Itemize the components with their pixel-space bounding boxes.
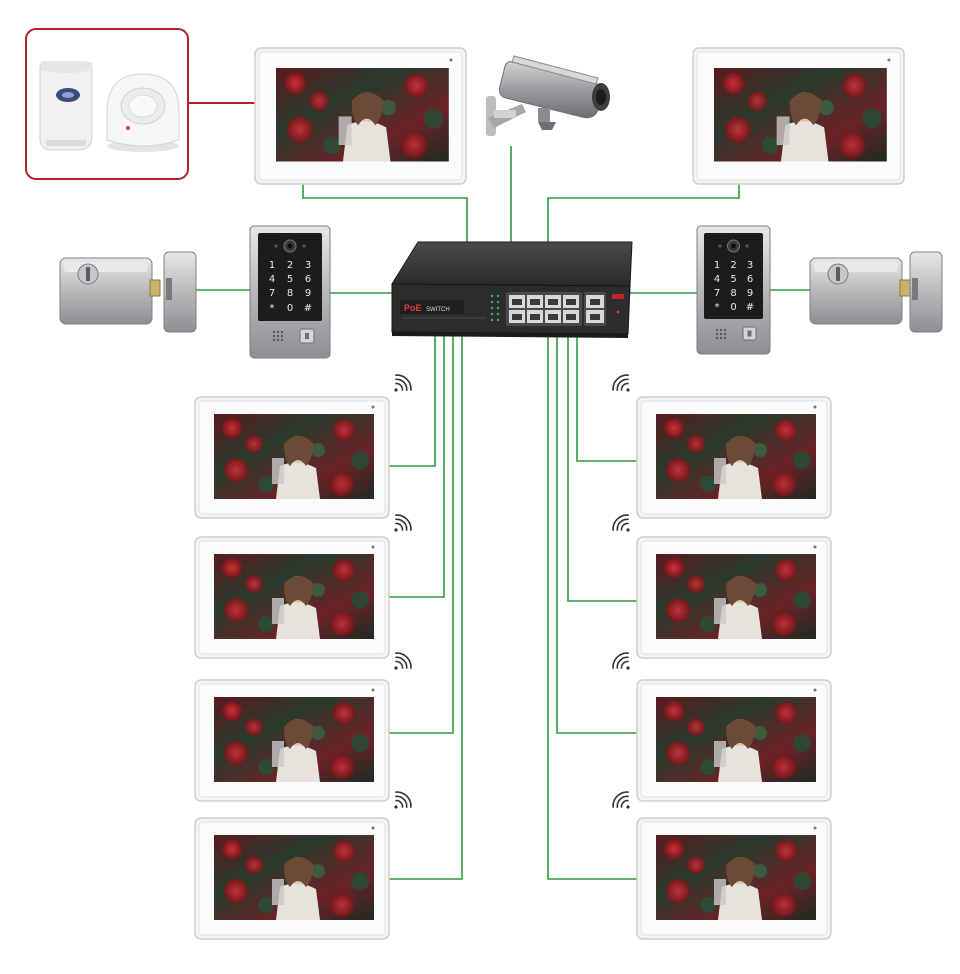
keypad-key: 9 [305, 288, 311, 299]
keypad-key: # [304, 303, 312, 314]
keypad-key: * [715, 302, 720, 313]
keypad-key: * [270, 303, 275, 314]
electric-lock-icon [59, 251, 197, 333]
poe-switch: PoE SWITCH [391, 241, 633, 338]
keypad-key: 0 [730, 302, 736, 313]
keypad-key: 5 [730, 274, 736, 285]
switch-brand-label: PoE [404, 303, 422, 313]
monitor-screen [656, 835, 816, 920]
wifi-signal-icon [386, 370, 416, 400]
electric-lock-icon [809, 251, 943, 333]
speaker-grille [715, 328, 727, 340]
monitor-screen [214, 554, 374, 639]
wire-top-right-monitor [547, 184, 740, 242]
keypad-key: 6 [305, 274, 311, 285]
wifi-signal-icon [608, 370, 638, 400]
keypad-key: # [746, 302, 754, 313]
monitor-screen [214, 414, 374, 499]
monitor-screen [656, 697, 816, 782]
switch-model-label: SWITCH [426, 307, 450, 313]
wifi-signal-icon [386, 648, 416, 678]
wifi-signal-icon [608, 787, 638, 817]
monitor-top-left [254, 47, 467, 185]
keypad-key: 4 [714, 274, 720, 285]
wire-right-monitor-2 [567, 334, 637, 602]
ethernet-ports [506, 292, 606, 326]
monitor-right-3 [636, 679, 832, 802]
monitor-top-right [692, 47, 905, 185]
monitor-screen [714, 68, 887, 162]
door-panel-right: 1 2 3 4 5 6 7 8 9 * 0 # [696, 225, 771, 355]
wifi-signal-icon [608, 648, 638, 678]
smoke-detector-icon [106, 73, 180, 152]
keypad-key: 9 [747, 288, 753, 299]
monitor-screen [214, 697, 374, 782]
monitor-left-4 [194, 817, 390, 940]
keypad: 1 2 3 4 5 6 7 8 9 * 0 # [269, 260, 312, 314]
wire-left-monitor-2 [389, 334, 445, 598]
keypad-key: 7 [269, 288, 275, 299]
keypad-key: 3 [305, 260, 311, 271]
wifi-signal-icon [386, 787, 416, 817]
monitor-left-1 [194, 396, 390, 519]
monitor-screen [276, 68, 449, 162]
wires [188, 102, 810, 880]
keypad-key: 7 [714, 288, 720, 299]
keypad-key: 5 [287, 274, 293, 285]
wifi-signal-icon [608, 510, 638, 540]
wire-left-monitor-4 [389, 334, 463, 880]
sensor-group [25, 28, 189, 180]
monitor-right-1 [636, 396, 832, 519]
status-leds [490, 294, 500, 322]
keypad-key: 2 [287, 260, 293, 271]
monitor-left-3 [194, 679, 390, 802]
monitor-right-4 [636, 817, 832, 940]
keypad-key: 8 [287, 288, 293, 299]
keypad: 1 2 3 4 5 6 7 8 9 * 0 # [714, 260, 754, 313]
keypad-key: 4 [269, 274, 275, 285]
motion-sensor-icon [39, 61, 93, 151]
keypad-key: 1 [269, 260, 275, 271]
wire-right-monitor-3 [556, 334, 637, 734]
monitor-screen [656, 414, 816, 499]
wire-right-monitor-1 [576, 334, 637, 462]
keypad-key: 3 [747, 260, 753, 271]
monitor-right-2 [636, 536, 832, 659]
keypad-key: 6 [747, 274, 753, 285]
cctv-camera-icon [486, 55, 610, 136]
wire-left-monitor-3 [389, 334, 454, 734]
wire-left-monitor-1 [389, 334, 436, 467]
keypad-key: 2 [730, 260, 736, 271]
wifi-signal-icon [386, 510, 416, 540]
door-panel-left: 1 2 3 4 5 6 7 8 9 * 0 # [249, 225, 331, 359]
monitor-left-2 [194, 536, 390, 659]
speaker-grille [272, 330, 284, 342]
wire-top-left-monitor [302, 184, 468, 242]
keypad-key: 1 [714, 260, 720, 271]
wire-right-monitor-4 [547, 334, 637, 880]
monitor-screen [656, 554, 816, 639]
monitor-screen [214, 835, 374, 920]
keypad-key: 0 [287, 303, 293, 314]
keypad-key: 8 [730, 288, 736, 299]
